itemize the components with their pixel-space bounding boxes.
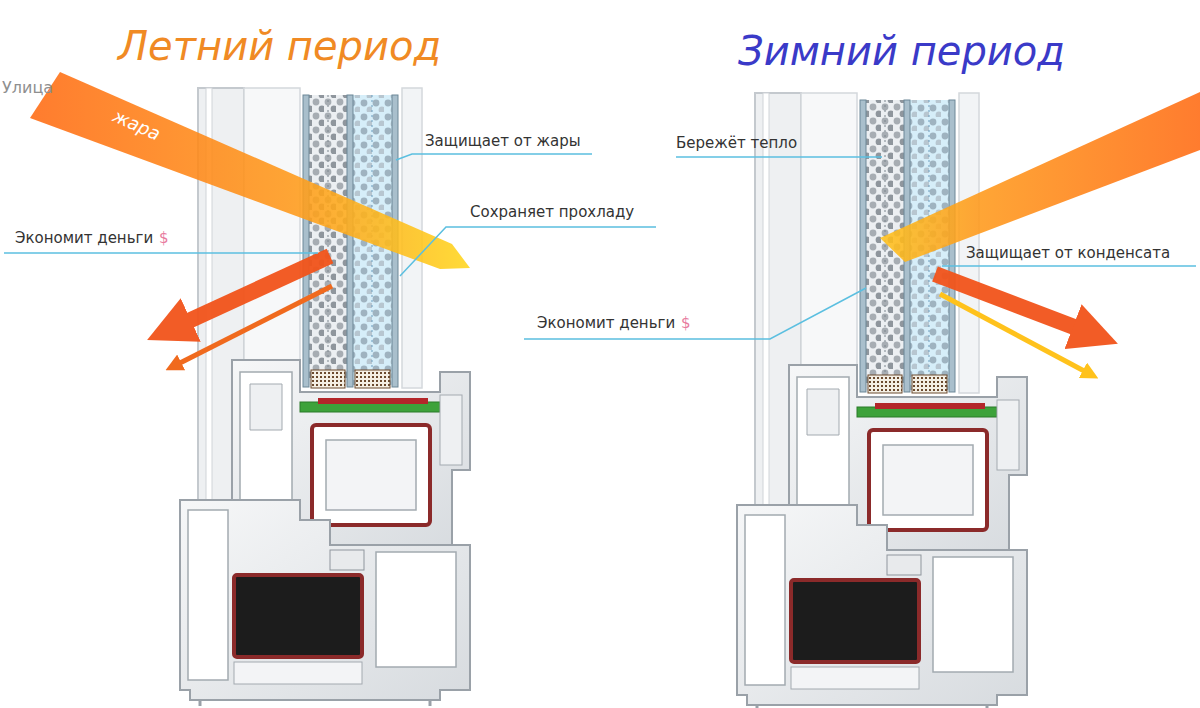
money-sign: $ <box>159 229 169 247</box>
leader-line <box>676 156 882 158</box>
leader-line <box>524 288 866 339</box>
callout-text: Защищает от конденсата <box>966 244 1170 262</box>
leader-line <box>400 227 656 276</box>
callout-text: Экономит деньги <box>537 314 675 332</box>
period-heading: Зимний период <box>738 27 1065 75</box>
side-label: Улица <box>2 78 53 97</box>
leader-line <box>942 265 1196 267</box>
reflected-heat <box>182 256 330 324</box>
callout-text: Экономит деньги <box>15 229 153 247</box>
band-label: жара <box>110 105 164 145</box>
reflected-heat <box>178 286 332 364</box>
leader-line <box>4 252 318 254</box>
callout-text: Сохраняет прохладу <box>470 203 634 221</box>
period-heading: Летний период <box>118 22 441 70</box>
money-sign: $ <box>681 314 691 332</box>
winter-profile <box>737 93 1027 708</box>
callout-text: Защищает от жары <box>425 132 581 150</box>
callout-text: Бережёт тепло <box>676 134 797 152</box>
leader-line <box>396 154 592 160</box>
reflected-heat <box>940 294 1086 372</box>
heat-band <box>880 92 1200 262</box>
